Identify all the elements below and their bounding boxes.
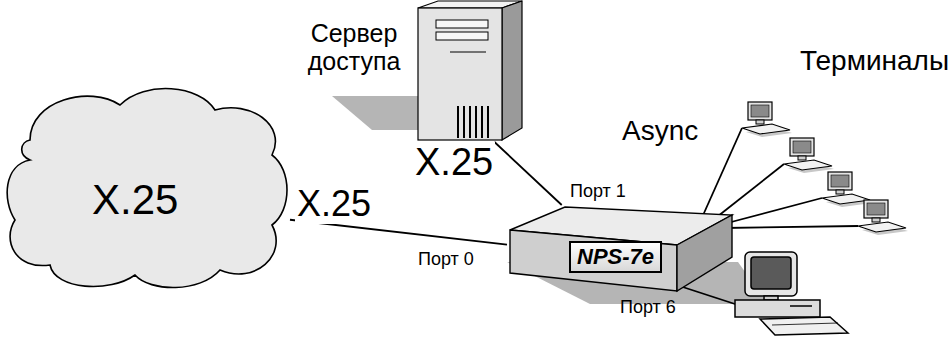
port-label: Порт 0 bbox=[418, 250, 474, 270]
nps-device: NPS-7e bbox=[507, 205, 735, 293]
server-heading: Сервер доступа bbox=[290, 20, 418, 75]
interface-label: Async bbox=[622, 116, 698, 147]
cloud-label: X.25 bbox=[92, 177, 178, 223]
console-pc bbox=[735, 252, 848, 335]
terminal-icons bbox=[742, 102, 908, 235]
network-cloud: X.25 bbox=[0, 80, 290, 295]
x25-link bbox=[494, 142, 561, 205]
link-label: X.25 bbox=[413, 142, 495, 184]
group-label: Терминалы bbox=[800, 46, 949, 77]
device-plate: NPS-7e bbox=[569, 241, 662, 273]
port-label: Порт 6 bbox=[620, 298, 676, 318]
access-server: Сервер доступа bbox=[290, 0, 525, 142]
link-label: X.25 bbox=[295, 184, 373, 224]
port-label: Порт 1 bbox=[570, 182, 626, 202]
server-shadow bbox=[332, 96, 418, 130]
